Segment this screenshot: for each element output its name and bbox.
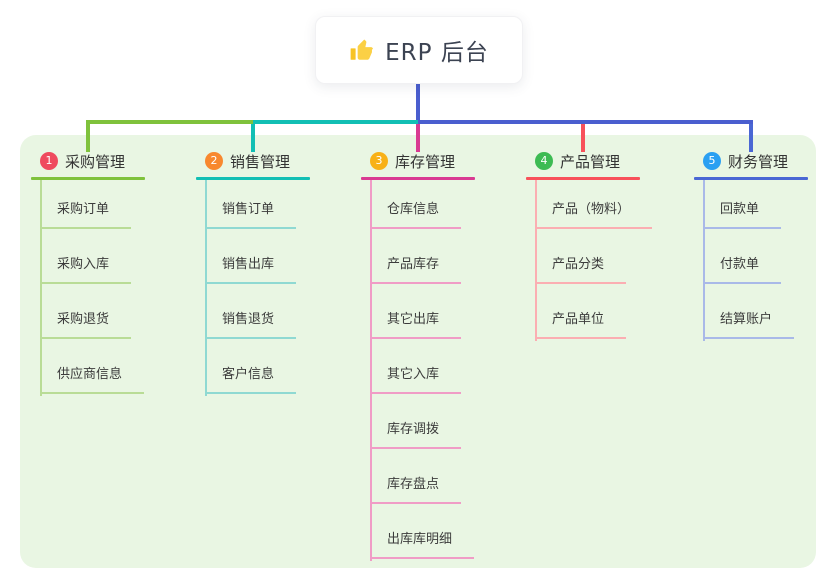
sub-item-label: 客户信息: [205, 363, 297, 394]
branch-underline: [361, 177, 475, 180]
sub-item-label: 采购入库: [40, 253, 132, 284]
branch-underline: [196, 177, 310, 180]
sub-item[interactable]: 其它出库: [370, 284, 475, 339]
branch-spine-line: [205, 180, 207, 396]
sub-item-label: 产品单位: [535, 308, 627, 339]
sub-item-label: 采购订单: [40, 198, 132, 229]
branch-number-badge: 3: [370, 152, 388, 170]
sub-item-label: 出库库明细: [370, 528, 475, 559]
branch-inventory: 3 库存管理 仓库信息产品库存其它出库其它入库库存调拨库存盘点出库库明细: [361, 150, 475, 561]
branch-children: 仓库信息产品库存其它出库其它入库库存调拨库存盘点出库库明细: [370, 180, 475, 559]
branch-drop-line: [251, 124, 255, 152]
sub-item[interactable]: 付款单: [703, 229, 808, 284]
sub-item[interactable]: 库存盘点: [370, 449, 475, 504]
branch-spine-line: [703, 180, 705, 341]
branch-finance: 5 财务管理 回款单付款单结算账户: [694, 150, 808, 341]
branch-title[interactable]: 2 销售管理: [196, 150, 310, 172]
branch-drop-line: [749, 124, 753, 152]
bus-segment-3: [418, 120, 753, 124]
branch-spine-line: [535, 180, 537, 341]
sub-item-label: 销售出库: [205, 253, 297, 284]
sub-item[interactable]: 采购退货: [40, 284, 145, 339]
bus-segment-2: [253, 120, 420, 124]
sub-item[interactable]: 库存调拨: [370, 394, 475, 449]
sub-item[interactable]: 回款单: [703, 180, 808, 229]
branch-label: 采购管理: [65, 152, 126, 171]
branch-children: 采购订单采购入库采购退货供应商信息: [40, 180, 145, 394]
branch-underline: [31, 177, 145, 180]
branch-label: 财务管理: [728, 152, 789, 171]
sub-item-label: 库存调拨: [370, 418, 462, 449]
sub-item-label: 产品（物料）: [535, 198, 653, 229]
sub-item-label: 结算账户: [703, 308, 795, 339]
root-node[interactable]: ERP 后台: [315, 16, 523, 84]
sub-item-label: 产品库存: [370, 253, 462, 284]
branch-number-badge: 2: [205, 152, 223, 170]
branch-drop-line: [86, 124, 90, 152]
sub-item-label: 付款单: [703, 253, 782, 284]
sub-item[interactable]: 供应商信息: [40, 339, 145, 394]
branch-number-badge: 5: [703, 152, 721, 170]
branch-purchase: 1 采购管理 采购订单采购入库采购退货供应商信息: [31, 150, 145, 396]
branch-children: 销售订单销售出库销售退货客户信息: [205, 180, 310, 394]
branch-title[interactable]: 1 采购管理: [31, 150, 145, 172]
sub-item[interactable]: 仓库信息: [370, 180, 475, 229]
branch-title[interactable]: 4 产品管理: [526, 150, 640, 172]
sub-item[interactable]: 采购订单: [40, 180, 145, 229]
branch-children: 回款单付款单结算账户: [703, 180, 808, 339]
branch-sales: 2 销售管理 销售订单销售出库销售退货客户信息: [196, 150, 310, 396]
sub-item[interactable]: 出库库明细: [370, 504, 475, 559]
sub-item-label: 库存盘点: [370, 473, 462, 504]
root-node-label: ERP 后台: [385, 40, 489, 66]
canvas-panel: [20, 135, 816, 568]
branch-number-badge: 4: [535, 152, 553, 170]
branch-label: 库存管理: [395, 152, 456, 171]
sub-item[interactable]: 其它入库: [370, 339, 475, 394]
branch-underline: [694, 177, 808, 180]
branch-spine-line: [370, 180, 372, 561]
branch-underline: [526, 177, 640, 180]
sub-item[interactable]: 产品（物料）: [535, 180, 653, 229]
branch-product: 4 产品管理 产品（物料） 产品分类产品单位: [526, 150, 653, 341]
sub-item-label: 回款单: [703, 198, 782, 229]
branch-label: 产品管理: [560, 152, 621, 171]
branch-drop-line: [581, 124, 585, 152]
branch-title[interactable]: 3 库存管理: [361, 150, 475, 172]
sub-item[interactable]: 客户信息: [205, 339, 310, 394]
branch-number-badge: 1: [40, 152, 58, 170]
root-connector-line: [416, 84, 420, 120]
branch-label: 销售管理: [230, 152, 291, 171]
sub-item-label: 其它入库: [370, 363, 462, 394]
sub-item[interactable]: 产品单位: [535, 284, 640, 339]
sub-item[interactable]: 结算账户: [703, 284, 808, 339]
sub-item[interactable]: 产品库存: [370, 229, 475, 284]
sub-item[interactable]: 销售退货: [205, 284, 310, 339]
sub-item-label: 其它出库: [370, 308, 462, 339]
sub-item-label: 供应商信息: [40, 363, 145, 394]
sub-item-label: 产品分类: [535, 253, 627, 284]
sub-item[interactable]: 销售出库: [205, 229, 310, 284]
sub-item[interactable]: 采购入库: [40, 229, 145, 284]
sub-item-label: 仓库信息: [370, 198, 462, 229]
sub-item-label: 采购退货: [40, 308, 132, 339]
bus-segment-1: [86, 120, 255, 124]
sub-item-label: 销售订单: [205, 198, 297, 229]
sub-item[interactable]: 产品分类: [535, 229, 640, 284]
branch-drop-line: [416, 124, 420, 152]
branch-title[interactable]: 5 财务管理: [694, 150, 808, 172]
branch-children: 产品（物料） 产品分类产品单位: [535, 180, 653, 339]
thumbs-up-icon: [349, 37, 375, 63]
branch-spine-line: [40, 180, 42, 396]
sub-item[interactable]: 销售订单: [205, 180, 310, 229]
sub-item-label: 销售退货: [205, 308, 297, 339]
